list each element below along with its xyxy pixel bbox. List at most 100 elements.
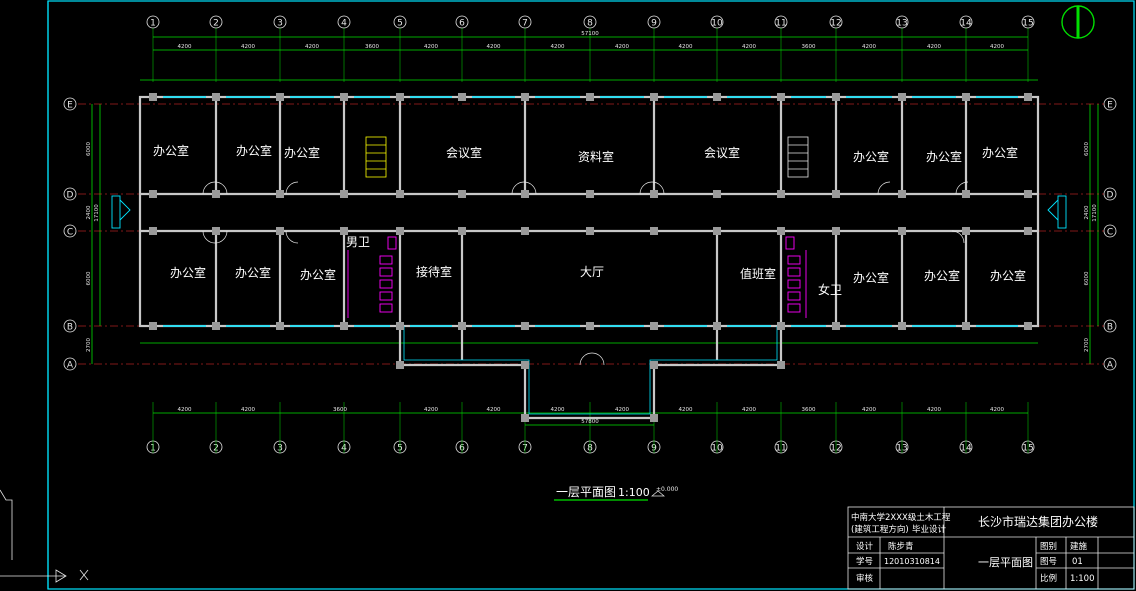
level-mark: ±0.000 [656, 486, 678, 493]
sheet-type-value: 建施 [1070, 541, 1088, 552]
dimension-label: 6000 [1084, 271, 1090, 285]
dimension-label: 4200 [178, 407, 192, 413]
axis-letter: A [67, 361, 74, 371]
dimension-label: 3600 [802, 407, 816, 413]
scale-value: 1:100 [1070, 574, 1095, 584]
axis-letter: D [67, 191, 74, 201]
axis-number: 3 [277, 19, 283, 29]
dimension-label: 4200 [241, 44, 255, 50]
sheet-title: 一层平面图 [978, 556, 1033, 569]
dimension-label: 6000 [86, 142, 92, 156]
room-label: 大厅 [580, 265, 604, 279]
axis-number: 13 [896, 19, 907, 29]
axis-letter: B [67, 323, 73, 333]
axis-number: 10 [711, 19, 723, 29]
dimension-label: 2400 [86, 205, 92, 219]
drawing-frame [47, 0, 1135, 590]
dimension-label: 4200 [487, 407, 501, 413]
axis-number: 9 [651, 19, 657, 29]
school-line2: (建筑工程方向) [851, 524, 909, 535]
door-swings [202, 181, 969, 366]
room-label: 办公室 [235, 265, 271, 280]
ucs-icon [0, 489, 89, 583]
dimension-label: 4200 [241, 407, 255, 413]
dimension-label: 6000 [86, 271, 92, 285]
inner-wall-lines [403, 326, 778, 415]
room-label: 办公室 [853, 270, 889, 285]
structural-columns [149, 93, 1032, 422]
student-id-label: 学号 [856, 556, 873, 567]
staircase-right [787, 136, 809, 178]
axis-number: 12 [830, 19, 841, 29]
dimension-label: 57800 [581, 419, 599, 425]
school-line2b: 毕业设计 [912, 524, 947, 535]
sheet-number-value: 01 [1072, 557, 1083, 567]
dimension-label: 2400 [1084, 205, 1090, 219]
dimension-label: 4200 [487, 44, 501, 50]
room-label: 办公室 [170, 265, 206, 280]
design-label: 设计 [856, 541, 874, 552]
dimension-label: 4200 [424, 44, 438, 50]
room-label: 会议室 [704, 145, 740, 160]
axis-number: 2 [213, 19, 219, 29]
dimension-label: 4200 [927, 407, 941, 413]
dimension-label: 4200 [615, 44, 629, 50]
dimension-label: 2700 [86, 338, 92, 352]
room-label: 办公室 [990, 268, 1026, 283]
room-label: 办公室 [982, 145, 1018, 160]
men-toilet-fixtures [347, 236, 397, 318]
room-label: 男卫 [346, 235, 370, 249]
axis-letter: C [1107, 228, 1113, 238]
women-toilet-fixtures [785, 236, 807, 318]
dimension-label: 4200 [742, 44, 756, 50]
axis-number: 11 [775, 19, 786, 29]
axis-bubble [63, 224, 77, 238]
dimension-label: 17100 [1092, 204, 1098, 222]
axis-bubble [63, 187, 77, 201]
dimension-label: 2700 [1084, 338, 1090, 352]
school-line1: 中南大学2XXX级土木工程 [851, 512, 951, 523]
axis-letter: C [67, 228, 73, 238]
room-label: 办公室 [926, 149, 962, 164]
axis-number: 5 [397, 19, 403, 29]
plan-title: 一层平面图 [556, 485, 616, 499]
dimension-label: 4200 [178, 44, 192, 50]
dimension-label: 4200 [927, 44, 941, 50]
dimension-label: 4200 [551, 407, 565, 413]
plan-title-block: 一层平面图 1:100 ±0.000 [554, 485, 678, 501]
dimension-label: 4200 [862, 44, 876, 50]
room-label: 接待室 [416, 264, 452, 279]
sheet-number-label: 图号 [1040, 557, 1057, 567]
axis-number: 6 [459, 19, 465, 29]
title-block: 中南大学2XXX级土木工程 (建筑工程方向) 毕业设计 长沙市瑞达集团办公楼 设… [847, 506, 1135, 590]
axis-letter: E [1107, 101, 1113, 111]
dimension-label: 3600 [802, 44, 816, 50]
axis-letter: D [1107, 191, 1114, 201]
dimension-label: 4200 [679, 407, 693, 413]
axis-bubble [63, 319, 77, 333]
room-label: 办公室 [853, 149, 889, 164]
dimension-label: 57100 [581, 31, 599, 37]
axis-bubble [63, 357, 77, 371]
dimension-label: 4200 [862, 407, 876, 413]
room-label: 办公室 [300, 267, 336, 282]
dimension-label: 4200 [742, 407, 756, 413]
dimension-label: 4200 [990, 407, 1004, 413]
room-label: 办公室 [153, 143, 189, 158]
dimension-label: 17100 [94, 204, 100, 222]
axis-number: 14 [960, 19, 972, 29]
axis-letter: A [1107, 361, 1114, 371]
dimension-chains: 57100 4200 4200 4200 3600 4200 4200 4200 4200 420… [86, 31, 1099, 426]
staircase-left [365, 136, 387, 178]
dimension-label: 4200 [990, 44, 1004, 50]
building-walls [138, 95, 1040, 420]
axis-number: 1 [150, 19, 156, 29]
review-label: 审核 [856, 573, 874, 584]
dimension-label: 6000 [1084, 142, 1090, 156]
student-id: 1201031081​4 [884, 557, 940, 566]
designer-name: 陈步青 [888, 541, 914, 552]
